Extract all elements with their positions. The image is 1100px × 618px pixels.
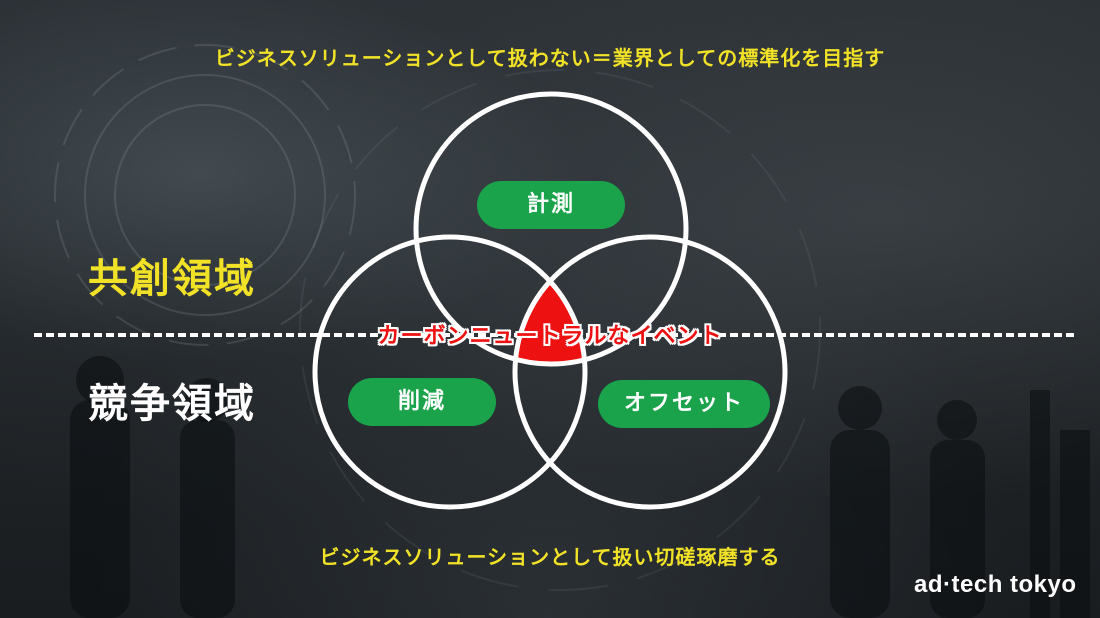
adtech-tokyo-logo: ad·tech tokyo bbox=[914, 571, 1077, 598]
center-label: カーボンニュートラルなイベント bbox=[377, 324, 723, 349]
competition-region-label: 競争領域 bbox=[88, 381, 256, 427]
venn-circle-top bbox=[413, 91, 689, 367]
bottom-caption: ビジネスソリューションとして扱い切磋琢磨する bbox=[319, 545, 781, 569]
reduction-pill: 削減 bbox=[348, 378, 496, 426]
venn-circle-right bbox=[512, 234, 788, 510]
co-creation-region-label: 共創領域 bbox=[88, 256, 256, 302]
offset-pill: オフセット bbox=[598, 380, 770, 428]
venn-circle-left bbox=[312, 234, 588, 510]
top-caption: ビジネスソリューションとして扱わない＝業界としての標準化を目指す bbox=[214, 46, 886, 70]
measurement-pill: 計測 bbox=[477, 181, 625, 229]
